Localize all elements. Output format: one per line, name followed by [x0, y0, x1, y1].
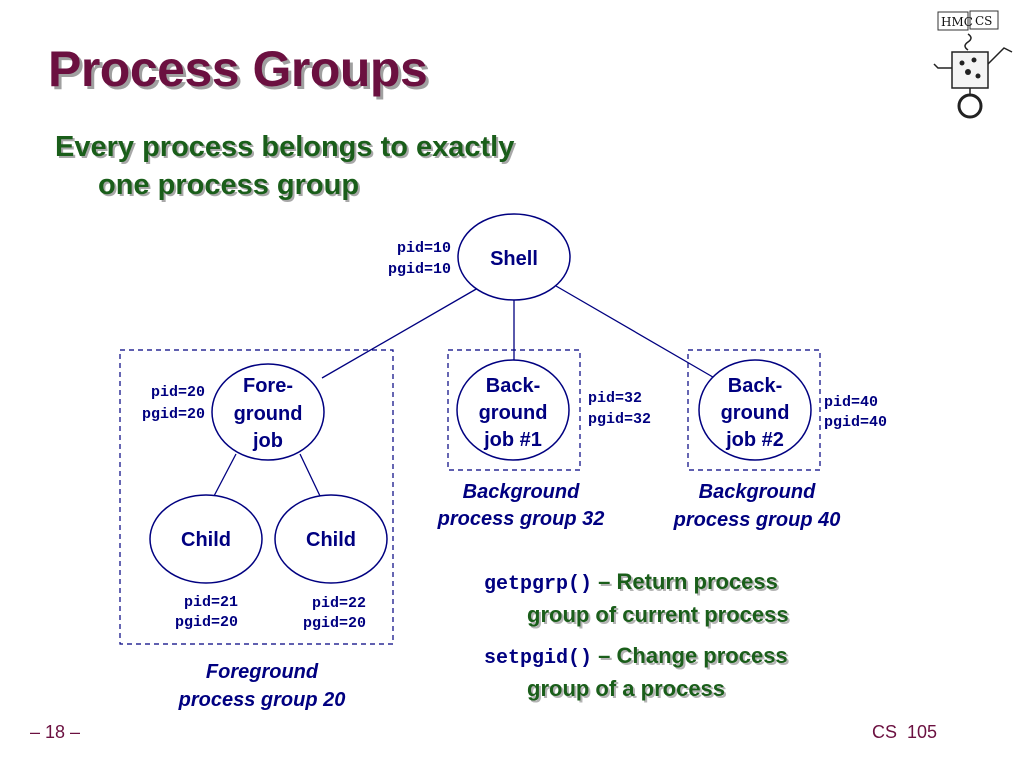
setpgid-desc-line-1: – Change process — [598, 643, 788, 668]
bg-group-32-caption-2: process group 32 — [437, 508, 605, 530]
bg-job-1-pid: pid=32 — [588, 390, 642, 407]
getpgrp-desc-line-2: group of current process — [527, 602, 789, 627]
setpgid-description: setpgid() – Change process group of a pr… — [484, 641, 788, 704]
edge-shell-bg2 — [555, 285, 719, 381]
child-1-label: Child — [181, 529, 231, 551]
foreground-group-caption-1: Foreground — [206, 661, 319, 683]
logo-arm-right — [987, 47, 1013, 65]
bg-job-1-pgid: pgid=32 — [588, 411, 651, 428]
logo-text-hmc: HMC — [941, 15, 973, 29]
logo-arm-left — [933, 63, 952, 69]
background-job-2-node — [698, 359, 812, 461]
bg-group-32-caption-1: Background — [463, 481, 580, 503]
slide-title: Process Groups — [48, 41, 428, 97]
bullet-line-2: one process group — [98, 169, 360, 201]
foreground-group-caption-2: process group 20 — [178, 689, 346, 711]
child-1-pgid: pgid=20 — [175, 614, 238, 631]
logo-spring — [964, 33, 972, 51]
bg-group-40-caption-1: Background — [699, 481, 816, 503]
child-1-pid: pid=21 — [184, 594, 238, 611]
foreground-job-label-2: ground — [234, 403, 303, 425]
getpgrp-description: getpgrp() – Return process group of curr… — [484, 567, 789, 630]
bg-group-40-caption-2: process group 40 — [673, 509, 841, 531]
foreground-group-box — [119, 349, 394, 645]
logo-wheel — [957, 93, 983, 119]
page-number: – 18 – — [30, 722, 81, 742]
getpgrp-function-name: getpgrp() — [484, 573, 593, 596]
foreground-job-label-3: job — [252, 430, 283, 452]
edge-fg-child2 — [299, 453, 321, 497]
setpgid-desc-line-2: group of a process — [527, 676, 726, 701]
setpgid-function-name: setpgid() — [484, 647, 593, 670]
child-2-label: Child — [306, 529, 356, 551]
shell-label: Shell — [490, 248, 538, 270]
logo-gear-4 — [975, 73, 981, 79]
bg-job-1-label-1: Back- — [486, 375, 540, 397]
logo-sign-right — [969, 10, 999, 30]
child-2-node — [274, 494, 388, 584]
logo-gear-2 — [971, 57, 977, 63]
bg-job-2-pgid: pgid=40 — [824, 414, 887, 431]
logo-sign-left — [937, 11, 969, 31]
foreground-job-node — [211, 363, 325, 461]
child-2-pgid: pgid=20 — [303, 615, 366, 632]
child-2-pid: pid=22 — [312, 595, 366, 612]
bg-job-2-label-2: ground — [721, 402, 790, 424]
bg-job-1-label-3: job #1 — [483, 429, 542, 451]
bg-job-2-label-3: job #2 — [725, 429, 784, 451]
shell-pid: pid=10 — [397, 240, 451, 257]
background-job-1-node — [456, 359, 570, 461]
bullet-line-1: Every process belongs to exactly — [55, 131, 515, 163]
foreground-pid: pid=20 — [151, 384, 205, 401]
logo-gear-1 — [959, 60, 965, 66]
bg-job-2-label-1: Back- — [728, 375, 782, 397]
child-1-node — [149, 494, 263, 584]
logo-gear-3 — [965, 69, 971, 75]
edge-shell-foreground — [321, 287, 479, 379]
edge-fg-child1 — [213, 453, 237, 497]
foreground-job-label-1: Fore- — [243, 375, 293, 397]
shell-node — [457, 213, 571, 301]
background-group-40-box — [687, 349, 821, 471]
hmc-cs-logo: HMC CS — [933, 10, 1013, 119]
bg-job-2-pid: pid=40 — [824, 394, 878, 411]
getpgrp-desc-line-1: – Return process — [598, 569, 778, 594]
logo-text-cs: CS — [975, 14, 992, 28]
course-label: CS 105 — [872, 722, 938, 742]
bullet-text: Every process belongs to exactly one pro… — [55, 128, 514, 204]
foreground-pgid: pgid=20 — [142, 406, 205, 423]
bg-job-1-label-2: ground — [479, 402, 548, 424]
shell-pgid: pgid=10 — [388, 261, 451, 278]
